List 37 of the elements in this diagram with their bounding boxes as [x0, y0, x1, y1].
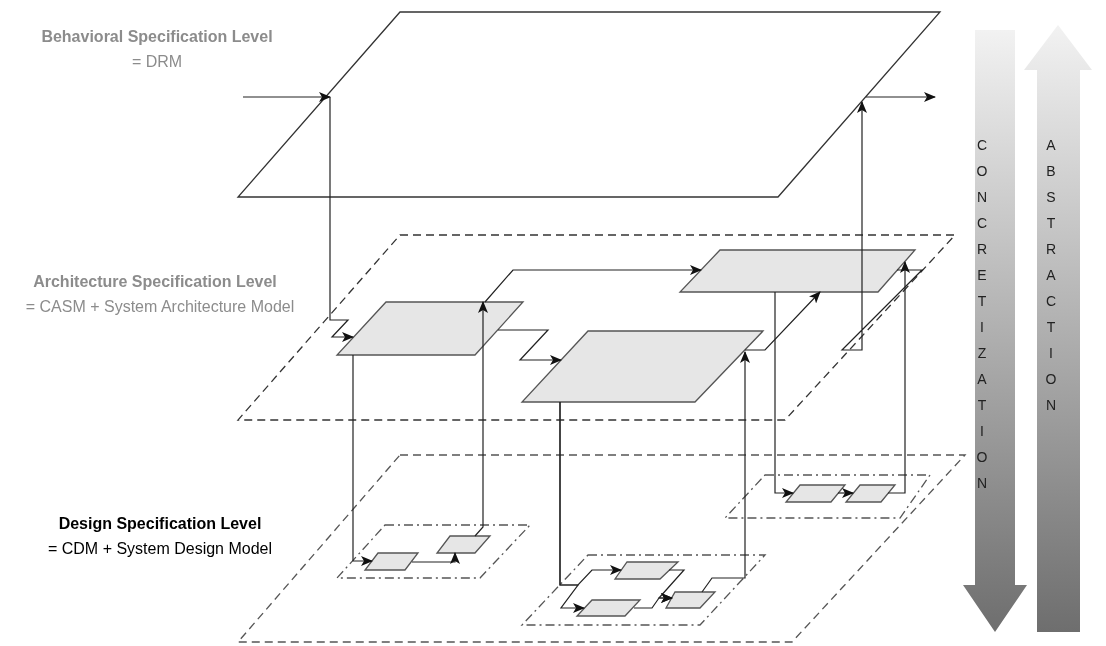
arrow	[701, 351, 750, 593]
component-group-frame	[725, 475, 930, 518]
component-block	[365, 553, 418, 570]
arrow	[352, 354, 373, 566]
arrow	[837, 488, 854, 498]
model-block	[522, 331, 763, 402]
vertical-label: CONCRETIZATION	[974, 137, 990, 501]
arrow	[840, 101, 924, 351]
component-group-frame	[337, 525, 530, 578]
component-group-frame	[522, 555, 765, 625]
arrow	[411, 552, 460, 564]
component-block	[577, 600, 640, 616]
arrow	[242, 92, 331, 102]
arrow	[744, 291, 821, 351]
arrow	[633, 593, 673, 609]
arrow	[329, 96, 354, 342]
arrow	[865, 92, 936, 102]
arrow	[559, 401, 585, 613]
vertical-label: ABSTRACTION	[1043, 137, 1059, 423]
arrow	[497, 329, 562, 365]
level-description: = CASM + System Architecture Model	[24, 297, 296, 317]
component-block	[846, 485, 895, 502]
level-description: = CDM + System Design Model	[46, 539, 274, 559]
level-title: Architecture Specification Level	[32, 272, 278, 292]
arrow	[887, 261, 910, 494]
component-block	[666, 592, 715, 608]
level-title: Behavioral Specification Level	[40, 27, 274, 47]
model-block	[337, 302, 523, 355]
arrow	[774, 291, 794, 498]
arrow	[484, 265, 702, 303]
arrow	[474, 301, 488, 537]
model-block	[680, 250, 915, 292]
component-block	[786, 485, 845, 502]
component-block	[615, 562, 678, 579]
level-description: = DRM	[130, 52, 184, 72]
component-block	[437, 536, 490, 553]
level-title: Design Specification Level	[57, 514, 263, 534]
